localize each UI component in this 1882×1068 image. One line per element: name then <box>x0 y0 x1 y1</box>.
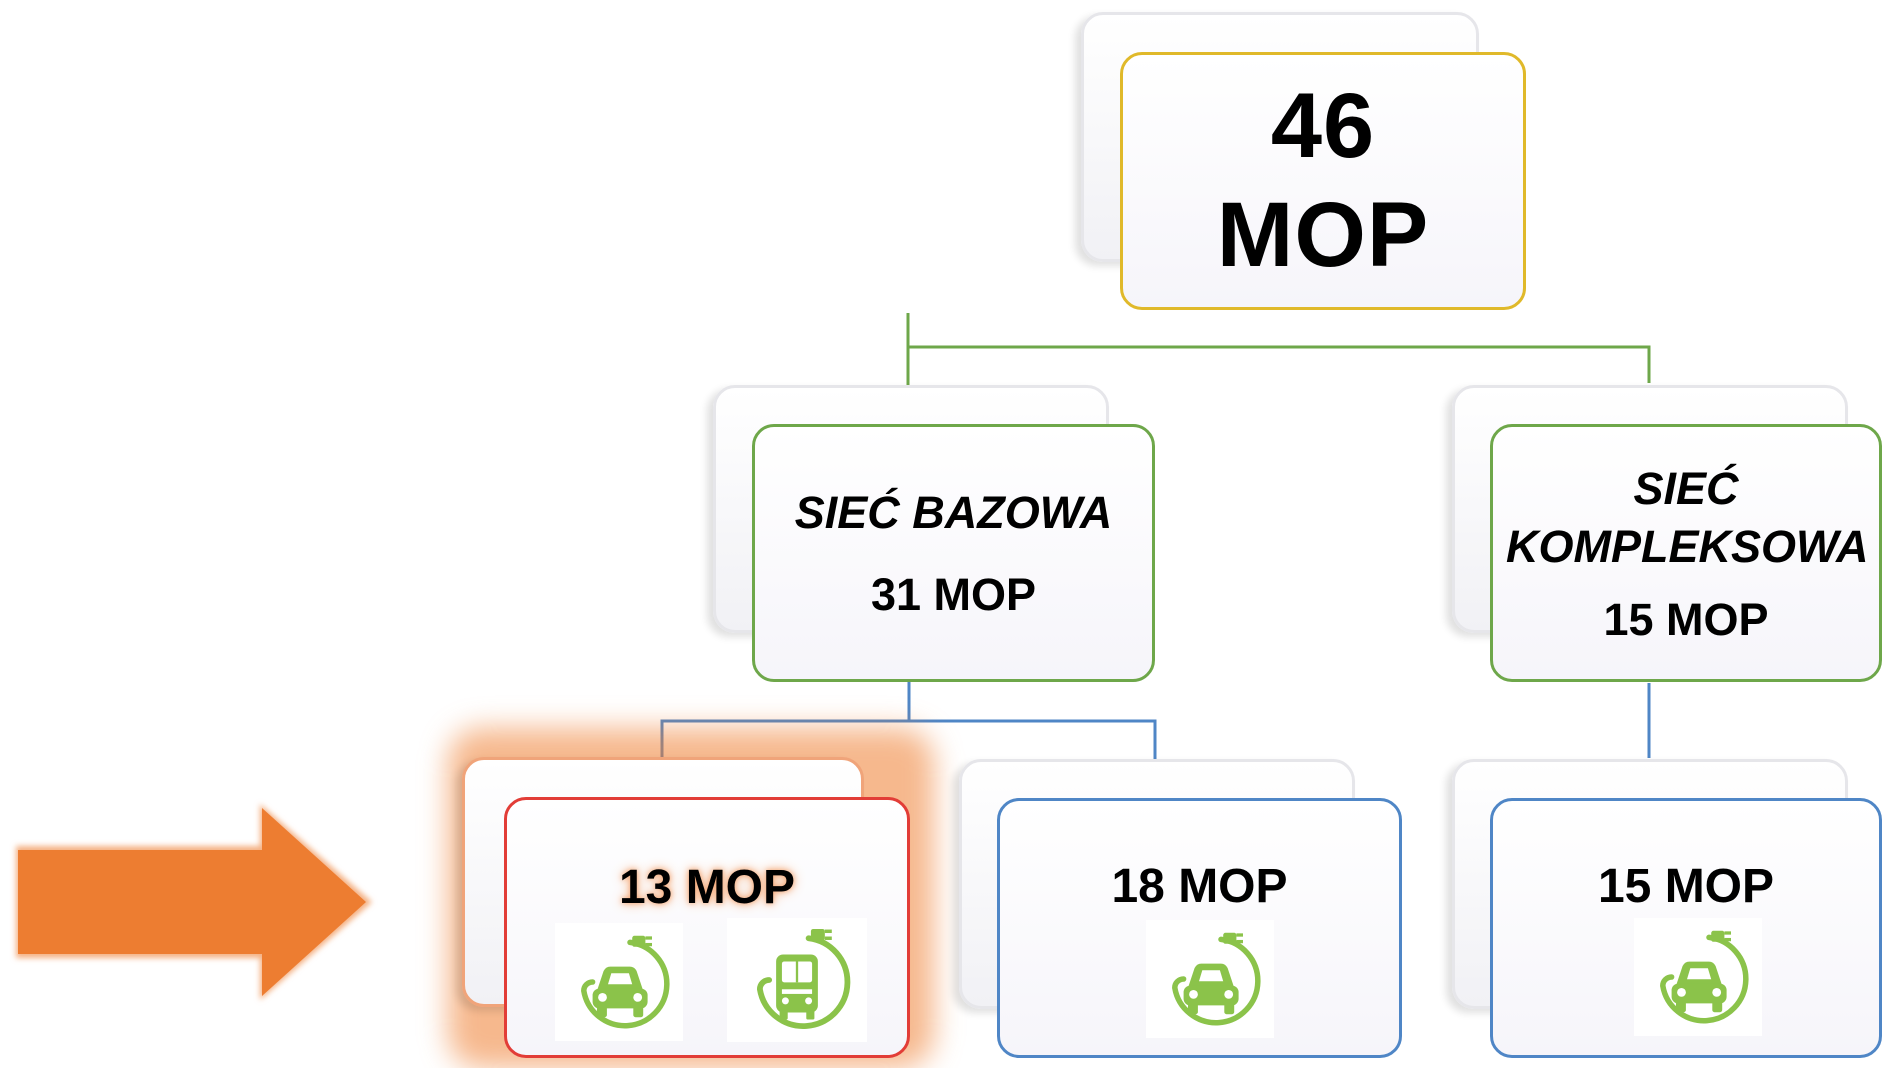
root-number: 46 <box>1270 75 1376 178</box>
bazowa-node: SIEĆ BAZOWA 31 MOP <box>752 424 1155 682</box>
root-unit: MOP <box>1216 184 1430 286</box>
leaf-1-label: 13 MOP <box>618 861 796 914</box>
right-arrow-icon <box>16 804 372 1000</box>
kompleksowa-title: SIEĆ KOMPLEKSOWA <box>1506 462 1869 573</box>
kompleksowa-node: SIEĆ KOMPLEKSOWA 15 MOP <box>1490 424 1882 682</box>
car-charging-icon <box>1146 920 1274 1038</box>
car-charging-icon <box>1634 918 1762 1036</box>
connector-bazowa-right <box>909 719 1157 760</box>
car-charging-icon <box>555 923 683 1041</box>
bazowa-count: 31 MOP <box>870 569 1037 621</box>
kompleksowa-count: 15 MOP <box>1603 593 1769 645</box>
bazowa-title: SIEĆ BAZOWA <box>794 486 1113 538</box>
bus-charging-icon <box>727 918 867 1042</box>
connector-root-children <box>906 313 1651 383</box>
leaf-2-label: 18 MOP <box>1111 860 1288 913</box>
leaf-3-label: 15 MOP <box>1597 860 1775 913</box>
root-node: 46 MOP <box>1120 52 1526 310</box>
